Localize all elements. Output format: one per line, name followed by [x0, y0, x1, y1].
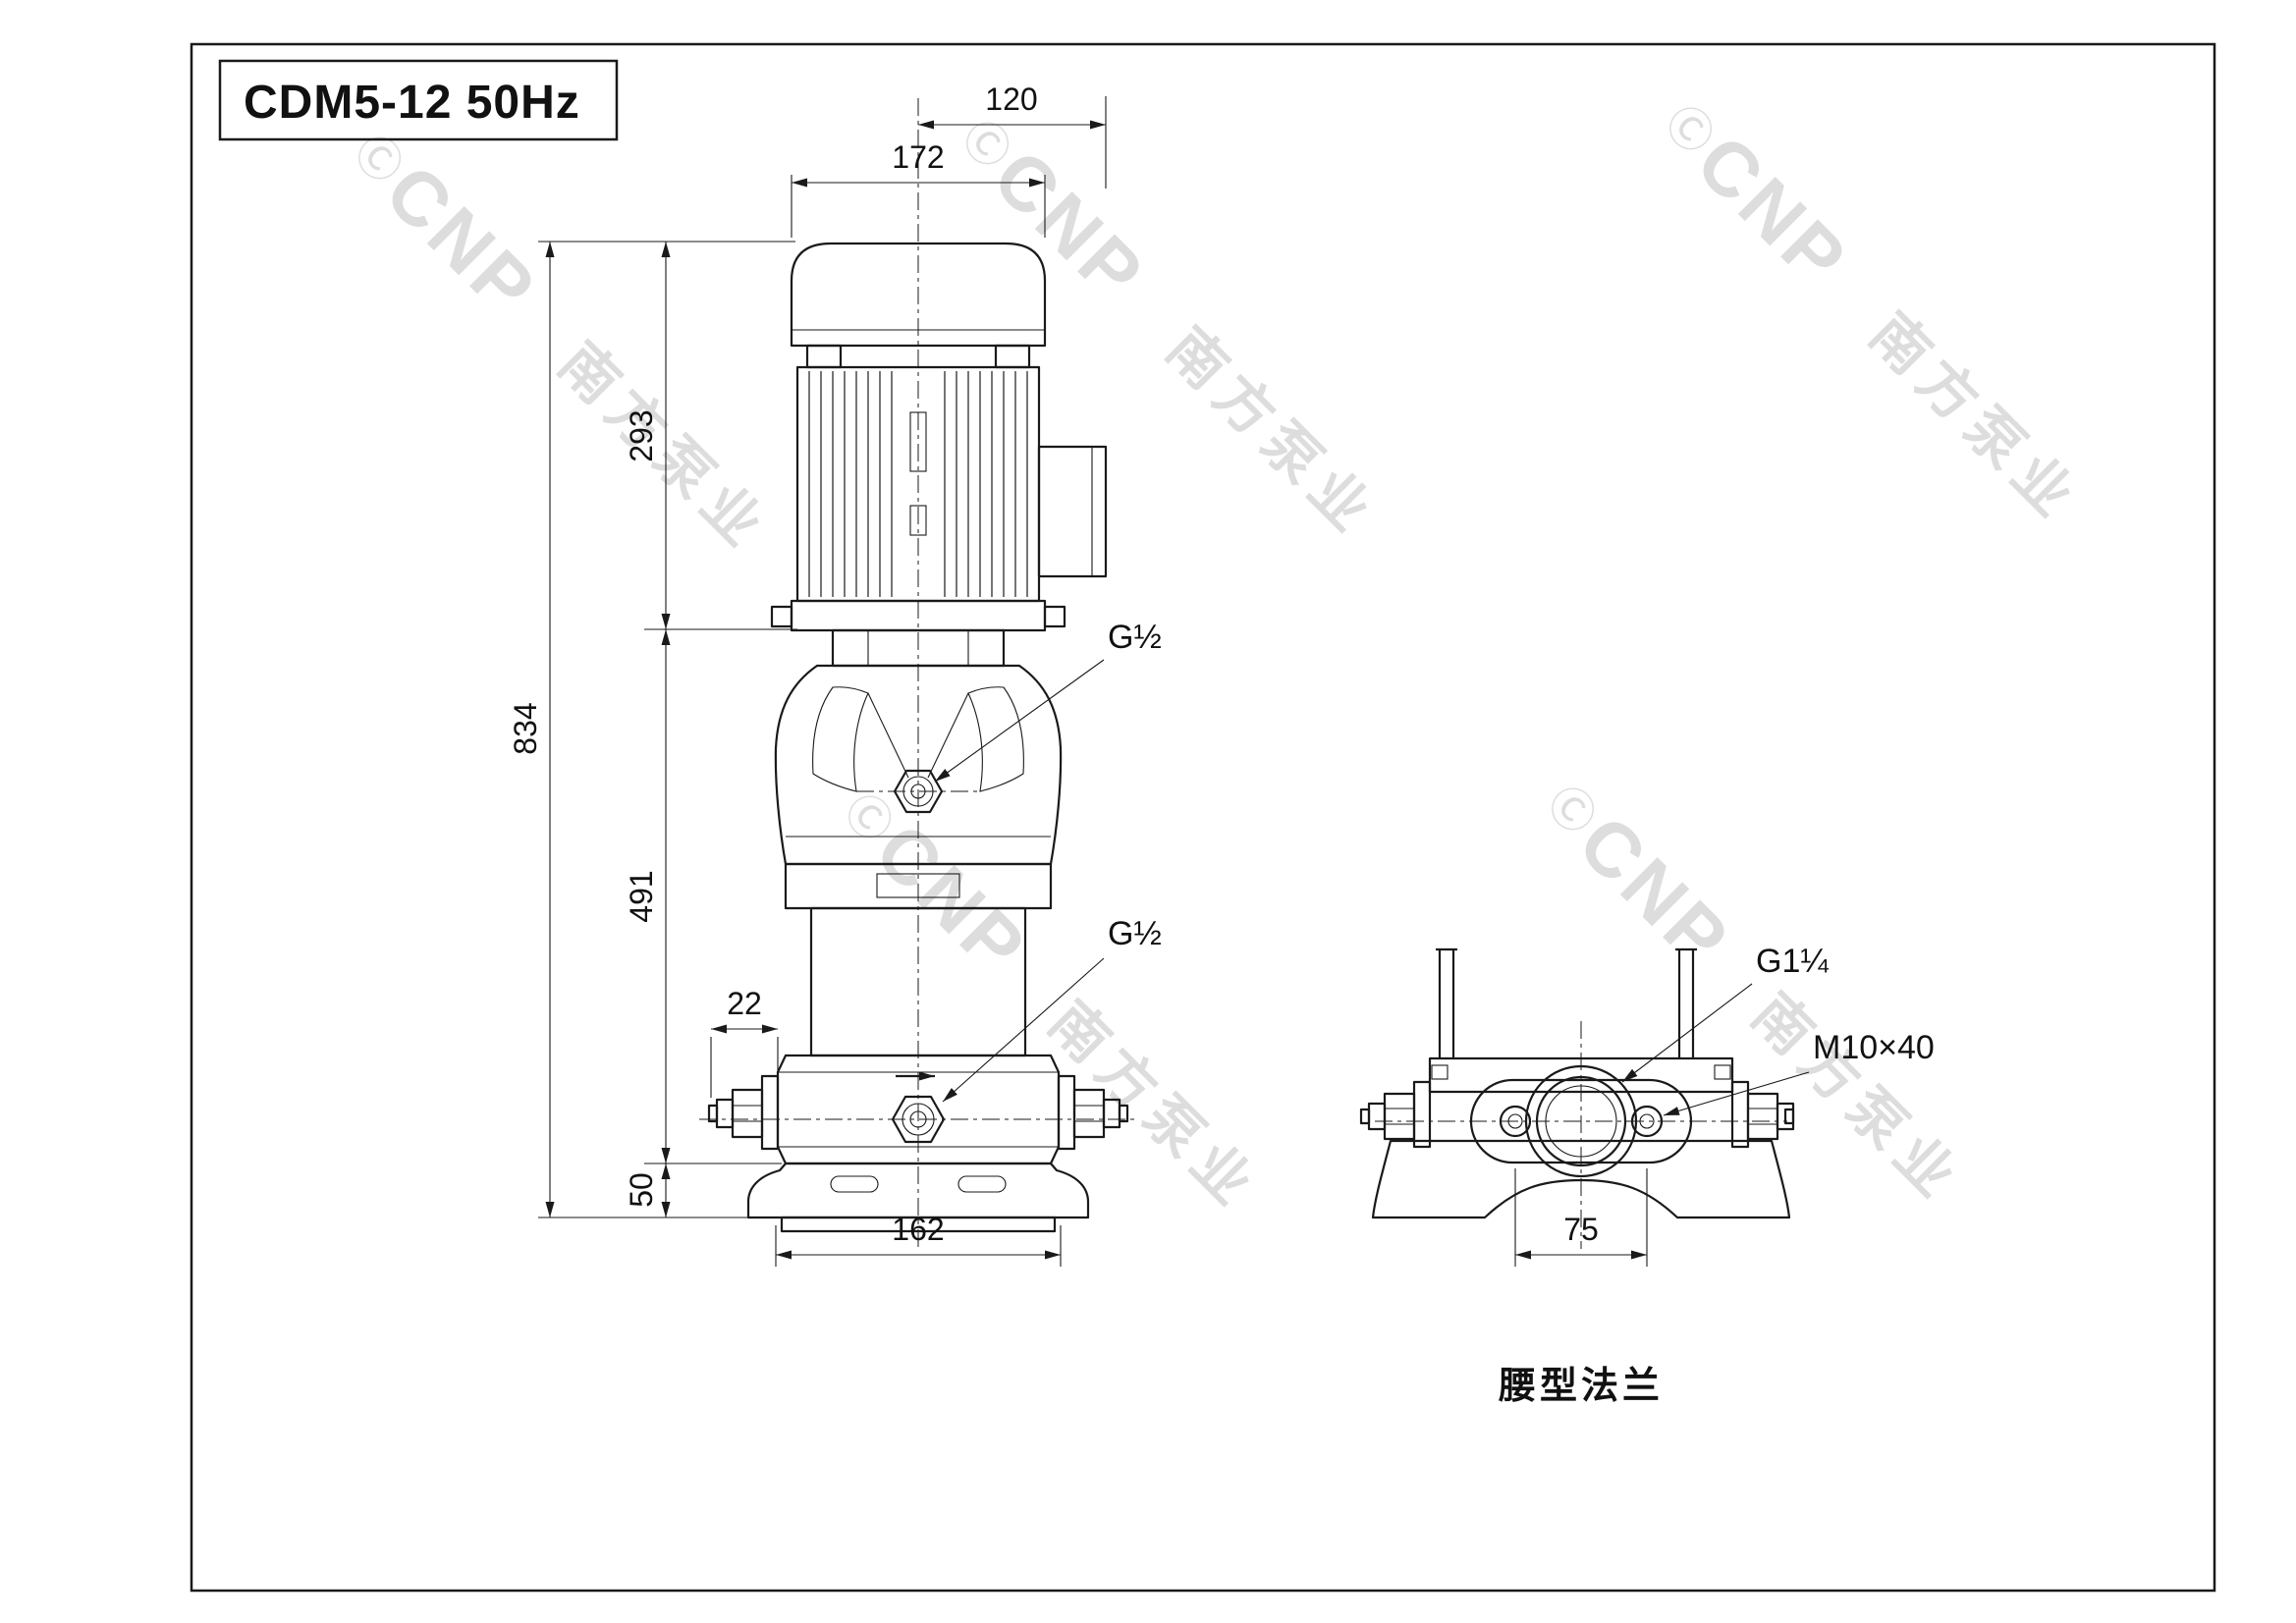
- base-foot: [780, 1216, 1057, 1233]
- model-title: CDM5-12 50Hz: [244, 77, 580, 129]
- leader-g-half-top: G½: [934, 619, 1162, 783]
- leader-g114: G1¼: [1621, 943, 1829, 1083]
- dim-834-text: 834: [508, 702, 543, 754]
- terminal-box: [1037, 445, 1108, 578]
- nameplate: [876, 873, 960, 898]
- left-drain-plug: [707, 1074, 780, 1151]
- dim-491-text: 491: [624, 870, 659, 922]
- watermark-company: 南方泵业: [1858, 301, 2092, 535]
- sheet-border: [190, 42, 2216, 1593]
- side-plug-right: [1730, 1080, 1795, 1149]
- top-port-plug: [893, 769, 944, 814]
- dim-293: 293: [624, 242, 671, 629]
- dim-50-text: 50: [624, 1172, 659, 1208]
- dim-293-text: 293: [624, 409, 659, 461]
- front-view-dimensions: 120 172 293 491 50: [508, 81, 1162, 1267]
- title-box: [218, 59, 619, 141]
- flange-size-label: G1¼: [1756, 943, 1829, 980]
- front-view: [699, 98, 1137, 1249]
- dim-491: 491: [624, 629, 671, 1163]
- watermark-5: Ⓒ CNP 南方泵业: [1538, 776, 1974, 1216]
- watermark-brand: CNP: [1562, 799, 1748, 985]
- watermark-2: Ⓒ CNP 南方泵业: [953, 110, 1389, 550]
- bottom-port-plug: [891, 1095, 946, 1144]
- bolt-hole-right: [1630, 1105, 1664, 1138]
- dim-22-text: 22: [727, 986, 762, 1021]
- watermark-brand: CNP: [1680, 119, 1866, 304]
- dim-120: 120: [918, 81, 1107, 189]
- watermark-brand: CNP: [369, 148, 555, 334]
- watermark-brand: CNP: [977, 134, 1163, 319]
- watermark-company: 南方泵业: [547, 331, 781, 565]
- watermark-company: 南方泵业: [1155, 316, 1389, 550]
- dim-172: 172: [791, 139, 1046, 238]
- base-slot-left: [830, 1175, 879, 1193]
- leader-g-half-bottom: G½: [942, 915, 1162, 1103]
- right-drain-plug: [1057, 1074, 1129, 1151]
- watermark-brand: CNP: [859, 807, 1045, 993]
- side-view-caption: 腰型法兰: [1499, 1366, 1664, 1407]
- dim-75-text: 75: [1563, 1212, 1599, 1247]
- side-base: [1371, 1139, 1791, 1219]
- bolt-spec-label: M10×40: [1813, 1029, 1935, 1066]
- dim-172-text: 172: [892, 139, 944, 175]
- flange-opening: [1535, 1075, 1627, 1167]
- side-view: 75 G1¼ M10×40 腰型法兰: [1359, 943, 1935, 1407]
- dim-22: 22: [710, 986, 779, 1098]
- watermark-company: 南方泵业: [1740, 982, 1974, 1216]
- watermark-3: Ⓒ CNP 南方泵业: [1656, 95, 2092, 535]
- leader-m10x40: M10×40: [1663, 1029, 1935, 1116]
- side-plug-left: [1359, 1080, 1432, 1149]
- watermark-1: Ⓒ CNP 南方泵业: [345, 125, 781, 565]
- pump-base: [746, 1162, 1090, 1233]
- flange-body: [1428, 1056, 1734, 1094]
- dim-50: 50: [624, 1163, 671, 1217]
- dim-120-text: 120: [985, 81, 1037, 117]
- bolt-hole-left: [1499, 1105, 1532, 1138]
- dim-162: 162: [775, 1212, 1062, 1267]
- base-slot-right: [957, 1175, 1007, 1193]
- watermark-company: 南方泵业: [1037, 990, 1271, 1223]
- dim-75: 75: [1514, 1168, 1648, 1267]
- waist-flange: [1469, 1064, 1693, 1178]
- dim-162-text: 162: [892, 1212, 944, 1247]
- studs: [1436, 947, 1697, 1058]
- dim-834: 834: [508, 242, 555, 1217]
- port-side-label: G½: [1108, 915, 1162, 952]
- port-top-label: G½: [1108, 619, 1162, 656]
